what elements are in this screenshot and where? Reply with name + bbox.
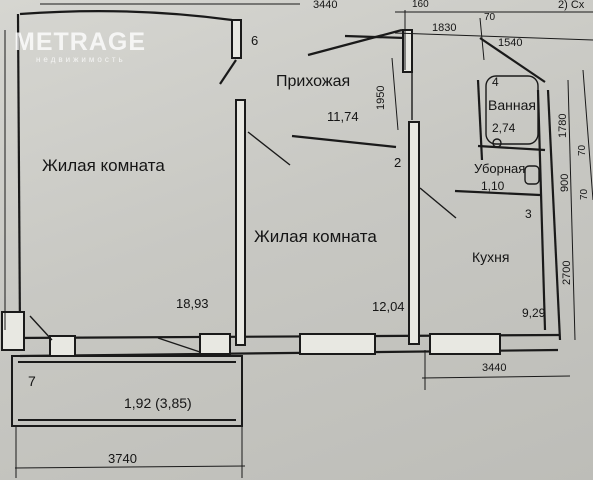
- dim-line-top-right-2: [394, 32, 593, 41]
- room-number-6: 6: [251, 33, 259, 48]
- door-swing-living: [247, 131, 291, 166]
- hall-top-wall-inner: [344, 34, 406, 40]
- room-toilet-name: Уборная: [474, 161, 526, 176]
- top-outer-wall: [19, 10, 233, 22]
- watermark-brand: METRAGE: [14, 28, 146, 56]
- right-inner-wall: [536, 89, 547, 331]
- dim-top-70: 70: [484, 12, 496, 23]
- dim-tick-2: [479, 17, 485, 61]
- hall-right-stub: [402, 29, 413, 73]
- toilet-fixture: [524, 165, 540, 185]
- center-kitchen-wall: [408, 121, 420, 345]
- room-toilet-area: 1,10: [481, 179, 505, 193]
- dim-bottom-left: 3740: [108, 451, 137, 466]
- room-balcony-number: 7: [28, 373, 36, 389]
- dim-top-left: 3440: [313, 0, 338, 11]
- bath-left-wall: [476, 79, 484, 161]
- door-swing-kitchen: [419, 187, 457, 219]
- window-pier-4: [429, 333, 501, 355]
- kitchen-wc-wall: [454, 189, 541, 197]
- bath-top-wall: [479, 37, 546, 83]
- dim-line-bottom-kitchen: [421, 375, 571, 379]
- wall-stub-6: [231, 19, 242, 59]
- room-hallway-area: 11,74: [327, 109, 359, 124]
- hall-door-swing: [219, 59, 237, 85]
- dim-bottom-kitchen: 3440: [482, 362, 507, 374]
- dim-right-1780: 1780: [557, 113, 569, 138]
- dim-right-70a: 70: [577, 144, 588, 156]
- balcony-outline: [11, 355, 243, 427]
- bathtub: [485, 75, 539, 145]
- wc-bath-wall: [477, 144, 546, 152]
- room-bathroom-area: 2,74: [492, 121, 516, 135]
- dim-corner-label: 2) Сх: [558, 0, 585, 11]
- dim-line-bottom-left: [14, 465, 246, 469]
- dim-line-right: [567, 79, 576, 341]
- dim-right-70b: 70: [579, 188, 590, 200]
- room-living-left-name: Жилая комната: [42, 156, 165, 175]
- door-swing-balcony: [29, 315, 53, 341]
- dim-right-2700: 2700: [561, 260, 573, 285]
- sink: [492, 138, 502, 148]
- room-bathroom-name: Ванная: [488, 97, 536, 113]
- living-center-wall: [235, 99, 246, 346]
- watermark-tagline: недвижимость: [36, 55, 126, 64]
- right-outer-wall: [546, 89, 562, 341]
- room-bathroom-number: 4: [492, 75, 499, 89]
- left-outer-wall: [16, 13, 22, 336]
- room-kitchen-name: Кухня: [472, 249, 510, 265]
- hall-bedroom-wall: [291, 134, 397, 149]
- dim-line-right-2: [582, 69, 593, 201]
- room-living-left-area: 18,93: [176, 296, 209, 311]
- room-number-3: 3: [525, 207, 532, 221]
- door-swing-balcony-2: [157, 337, 201, 353]
- room-number-2: 2: [394, 155, 402, 170]
- room-kitchen-area: 9,29: [522, 306, 546, 320]
- dim-top-160: 160: [412, 0, 429, 10]
- room-hallway-name: Прихожая: [276, 73, 351, 90]
- window-pier-1: [49, 335, 76, 357]
- balcony-left-post: [1, 311, 25, 351]
- hall-top-wall: [307, 28, 403, 57]
- dim-hall-1950: 1950: [375, 85, 387, 110]
- dim-right-900: 900: [559, 173, 571, 192]
- dim-top-1540: 1540: [498, 37, 523, 49]
- dim-top-1830: 1830: [432, 22, 457, 34]
- room-living-center-name: Жилая комната: [254, 227, 377, 246]
- window-pier-3: [299, 333, 376, 355]
- window-pier-2: [199, 333, 231, 355]
- dim-line-hall: [391, 57, 399, 131]
- room-living-center-area: 12,04: [372, 299, 405, 314]
- room-balcony-area: 1,92 (3,85): [124, 395, 192, 411]
